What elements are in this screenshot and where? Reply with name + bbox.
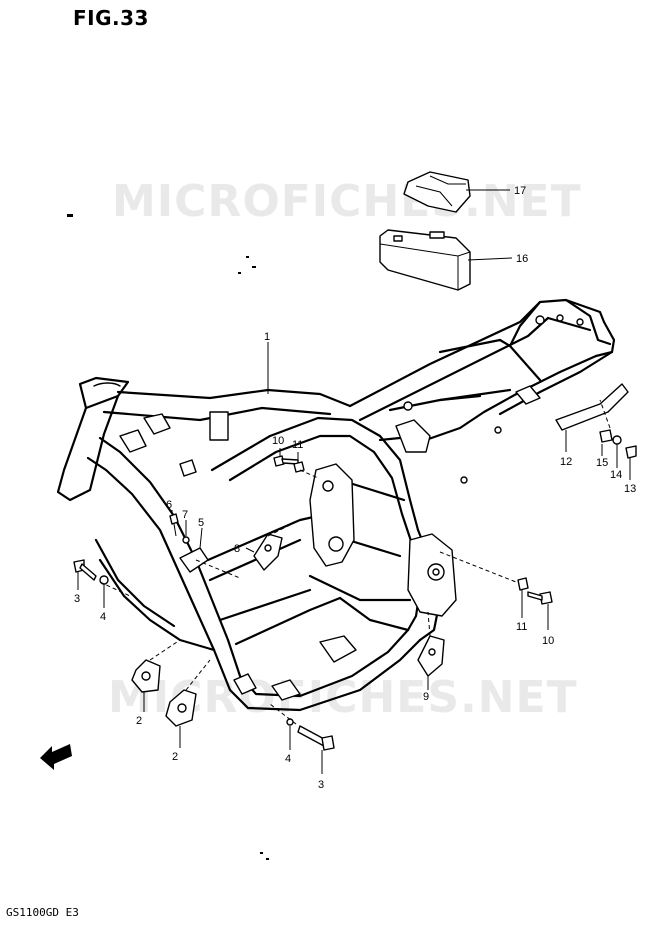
part-7-washer (182, 536, 190, 544)
part-13-bolt (625, 445, 637, 459)
part-17-rubber-cover (403, 171, 471, 213)
callout-2-right: 2 (172, 751, 178, 763)
callout-3-bottom: 3 (318, 779, 324, 791)
callout-5: 5 (198, 517, 204, 529)
callout-labels: 17 16 1 10 11 12 15 14 13 6 7 5 8 3 4 11… (74, 185, 636, 791)
part-10-bolt-lower (527, 591, 553, 605)
callout-4-left: 4 (100, 611, 106, 623)
part-11-nut-lower (517, 577, 529, 591)
part-3-bolt-left (73, 559, 97, 581)
part-1-main-frame (56, 298, 616, 712)
callout-4-bottom: 4 (285, 753, 291, 765)
stray-marks (67, 214, 269, 860)
part-10-bolt-upper (273, 455, 299, 467)
callout-11-upper: 11 (292, 439, 303, 451)
part-15-nut (599, 429, 613, 443)
callout-11-lower: 11 (516, 621, 527, 633)
callout-10-upper: 10 (272, 435, 284, 447)
callout-2-left: 2 (136, 715, 142, 727)
callout-12: 12 (560, 456, 572, 468)
model-code: GS1100GD E3 (6, 906, 79, 919)
watermark-top: MICROFICHES.NET (112, 176, 582, 227)
callout-16: 16 (516, 253, 528, 265)
part-2-plate-left (131, 659, 161, 693)
leader-lines (77, 189, 631, 774)
forward-arrow-icon (40, 744, 72, 770)
part-3-bolt-bottom (297, 725, 335, 751)
callout-9: 9 (423, 691, 429, 703)
callout-13: 13 (624, 483, 636, 495)
part-8-plate (253, 533, 283, 571)
part-9-plate (417, 635, 445, 677)
part-12-bracket (555, 383, 629, 431)
callout-10-lower: 10 (542, 635, 554, 647)
part-11-nut-upper (293, 461, 305, 473)
part-5-bracket (179, 547, 209, 573)
callout-17: 17 (514, 185, 526, 197)
part-6-bolt (169, 513, 179, 537)
callout-14: 14 (610, 469, 622, 481)
part-14-washer (612, 435, 622, 445)
part-2-plate-right (165, 689, 197, 727)
callout-1: 1 (264, 331, 270, 343)
callout-3-left: 3 (74, 593, 80, 605)
callout-15: 15 (596, 457, 608, 469)
callout-8: 8 (234, 543, 240, 555)
part-16-tool-tray (379, 229, 471, 291)
callout-6: 6 (166, 499, 172, 511)
callout-7: 7 (182, 509, 188, 521)
figure-title: FIG.33 (73, 6, 149, 30)
